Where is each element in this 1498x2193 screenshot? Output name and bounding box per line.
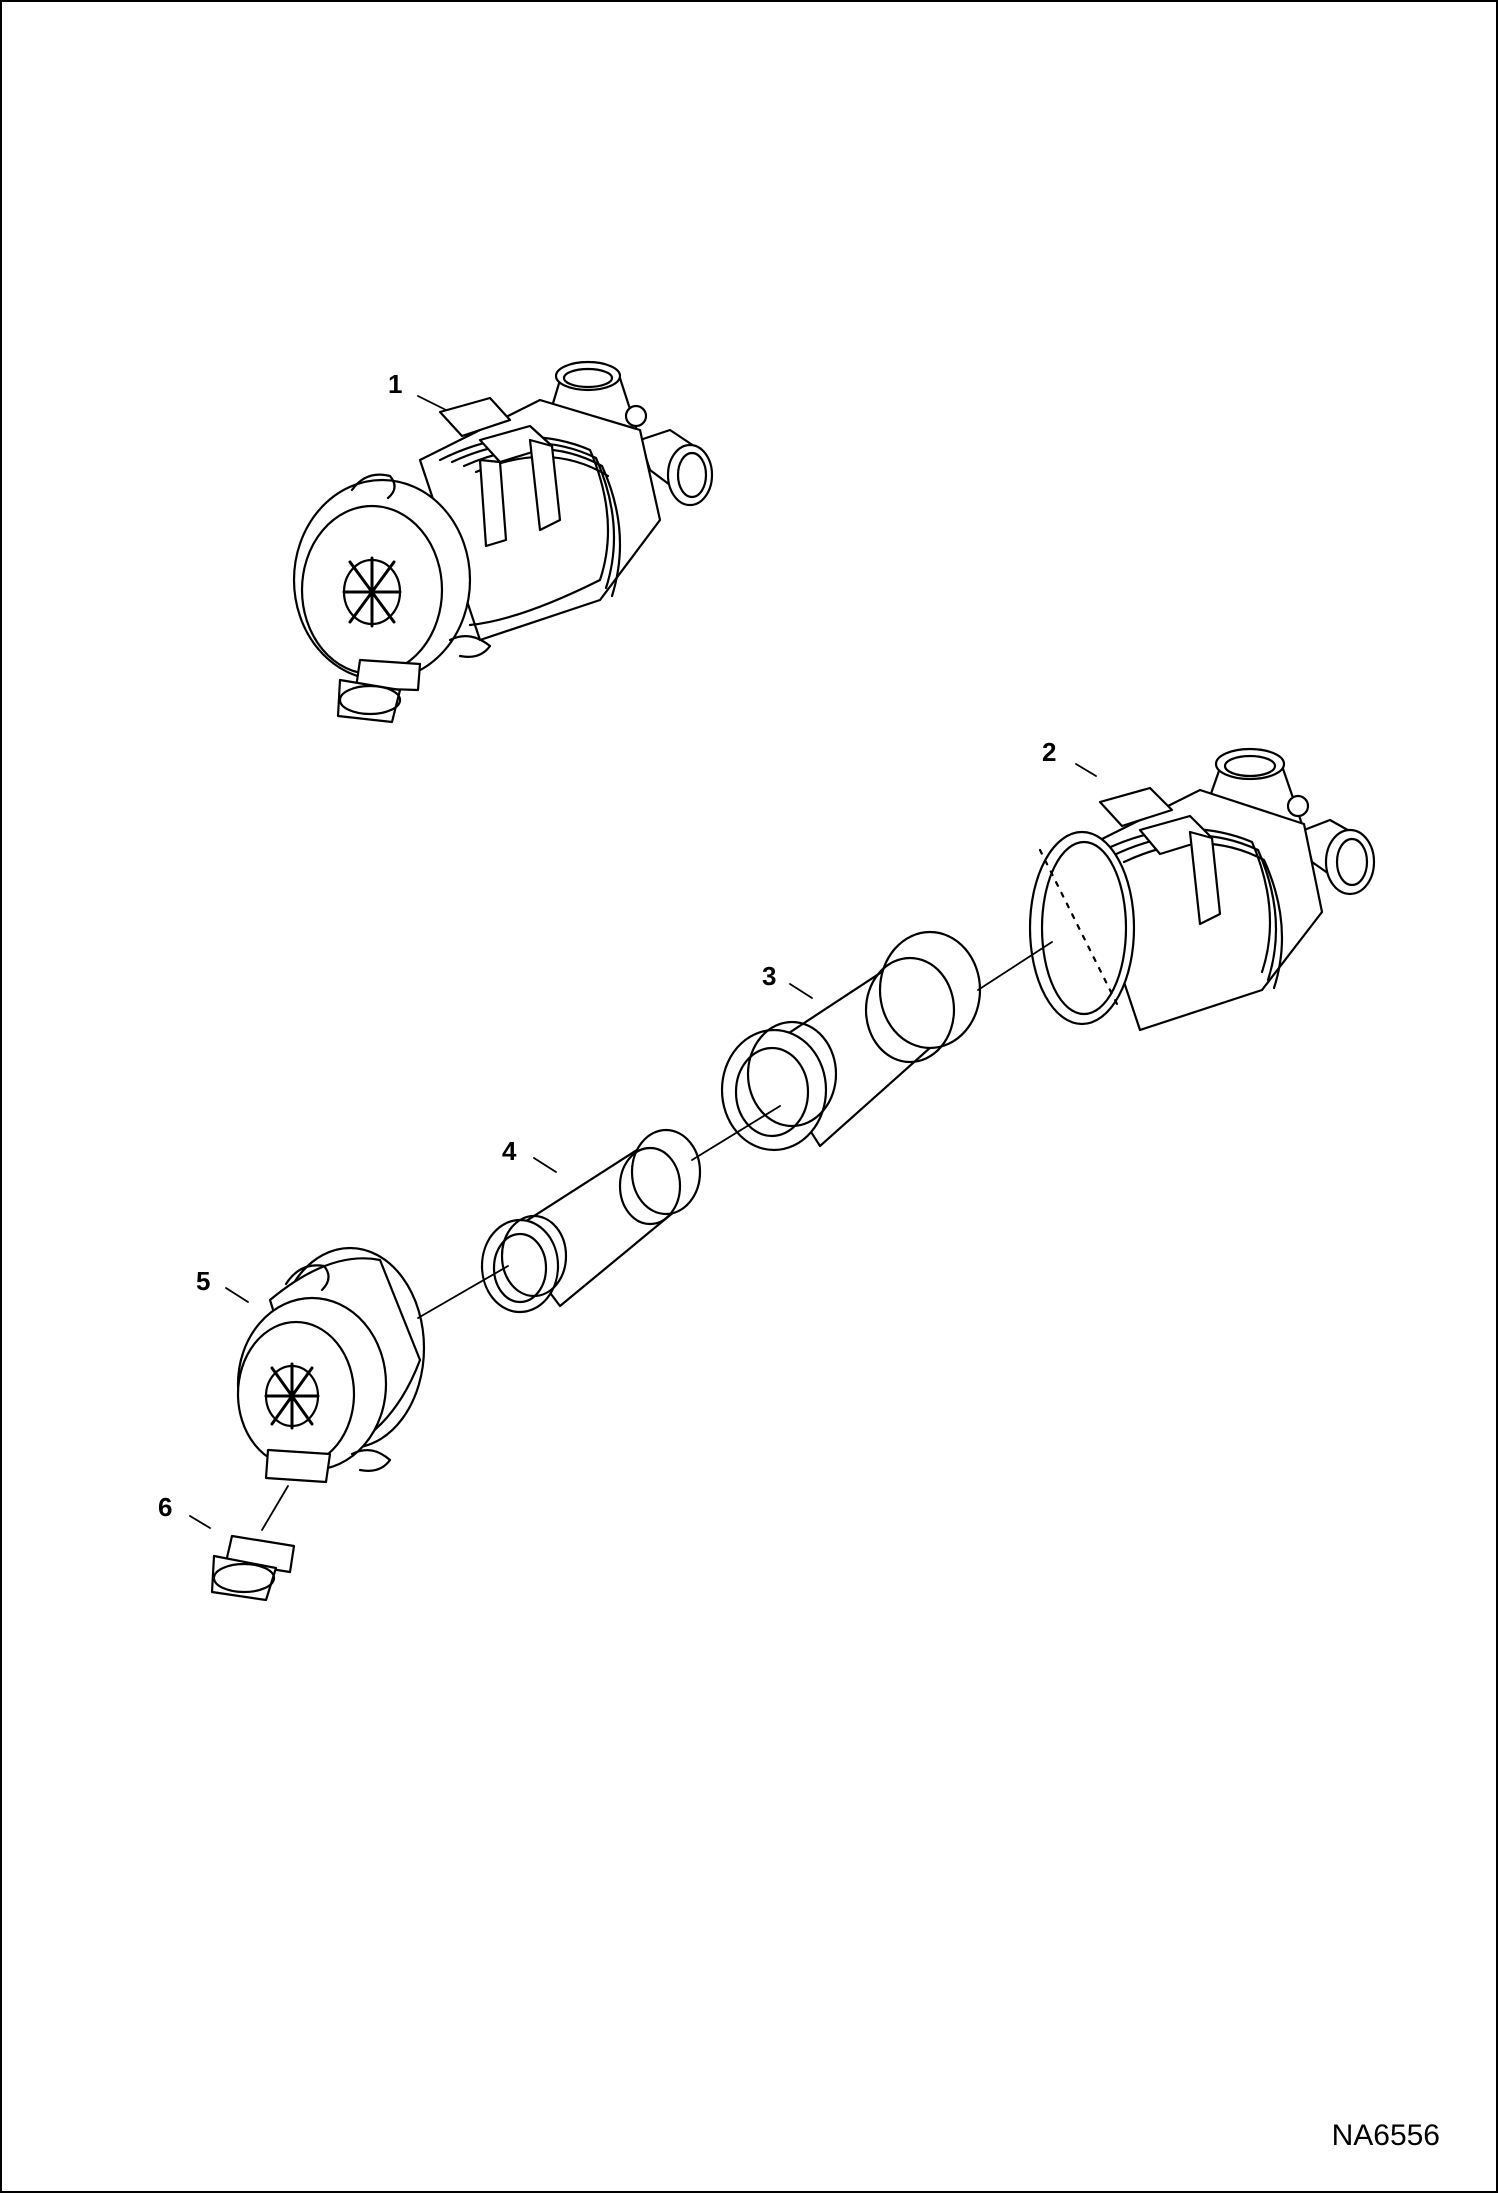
callout-2: 2 [1042,737,1057,767]
callout-3: 3 [762,961,777,991]
air-cleaner-cover [236,1246,426,1484]
callout-1: 1 [388,369,403,399]
air-cleaner-assembly [292,360,714,724]
primary-filter-element [720,930,982,1152]
drawing-number: NA6556 [1331,2119,1440,2152]
dust-valve [210,1534,296,1602]
callout-5: 5 [196,1266,211,1296]
assembly-lines [261,941,1053,1531]
air-cleaner-housing [1028,747,1376,1032]
safety-filter-element [480,1128,702,1314]
callout-6: 6 [158,1492,173,1522]
callout-4: 4 [502,1136,517,1166]
leader-lines [189,395,1097,1529]
